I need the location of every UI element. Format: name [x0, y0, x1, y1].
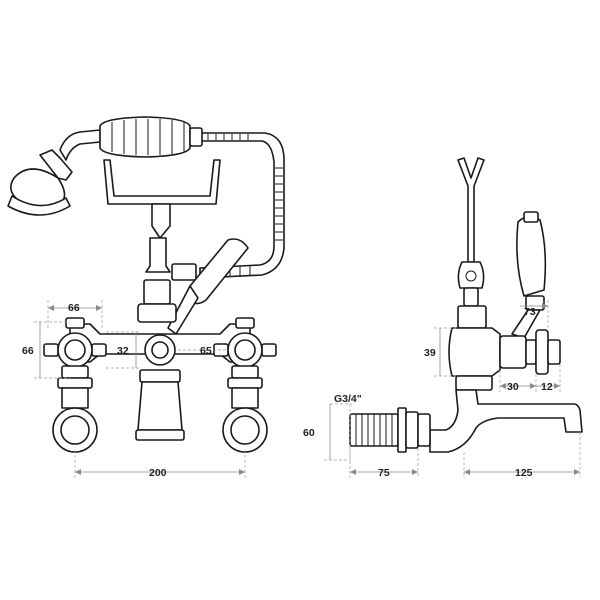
- front-view: 66 66 32 65 200: [7, 116, 285, 479]
- dim-label-66-width: 66: [68, 302, 80, 314]
- dim-label-65: 65: [200, 345, 212, 357]
- side-dimension-lines: [324, 300, 581, 478]
- right-cross-handle: [213, 317, 277, 409]
- dim-label-30: 30: [507, 381, 519, 393]
- left-wall-plate: [52, 407, 98, 453]
- handset-cradle: [103, 159, 221, 273]
- side-spout: [429, 389, 583, 453]
- side-cradle: [457, 157, 485, 307]
- dim-label-73: 73: [524, 306, 536, 318]
- dim-label-200: 200: [149, 467, 167, 479]
- front-dimension-lines: [34, 300, 246, 478]
- dim-label-39: 39: [424, 347, 436, 359]
- shower-hose: [199, 132, 285, 279]
- left-cross-handle: [43, 317, 107, 409]
- dim-label-66-height: 66: [22, 345, 34, 357]
- side-lever: [511, 211, 547, 339]
- side-body: [448, 305, 561, 391]
- mixer-body: [69, 279, 251, 441]
- right-wall-plate: [222, 407, 268, 453]
- side-view: 39 73 30 12 G3/4" 60 75 125: [303, 157, 583, 479]
- shower-handset: [7, 116, 203, 216]
- dim-label-75: 75: [378, 467, 390, 479]
- dim-label-125: 125: [515, 467, 533, 479]
- dim-label-12: 12: [541, 381, 553, 393]
- dim-label-thread: G3/4": [334, 393, 362, 405]
- inlet-leg: [349, 407, 431, 453]
- dim-label-60: 60: [303, 427, 315, 439]
- dim-label-32: 32: [117, 345, 129, 357]
